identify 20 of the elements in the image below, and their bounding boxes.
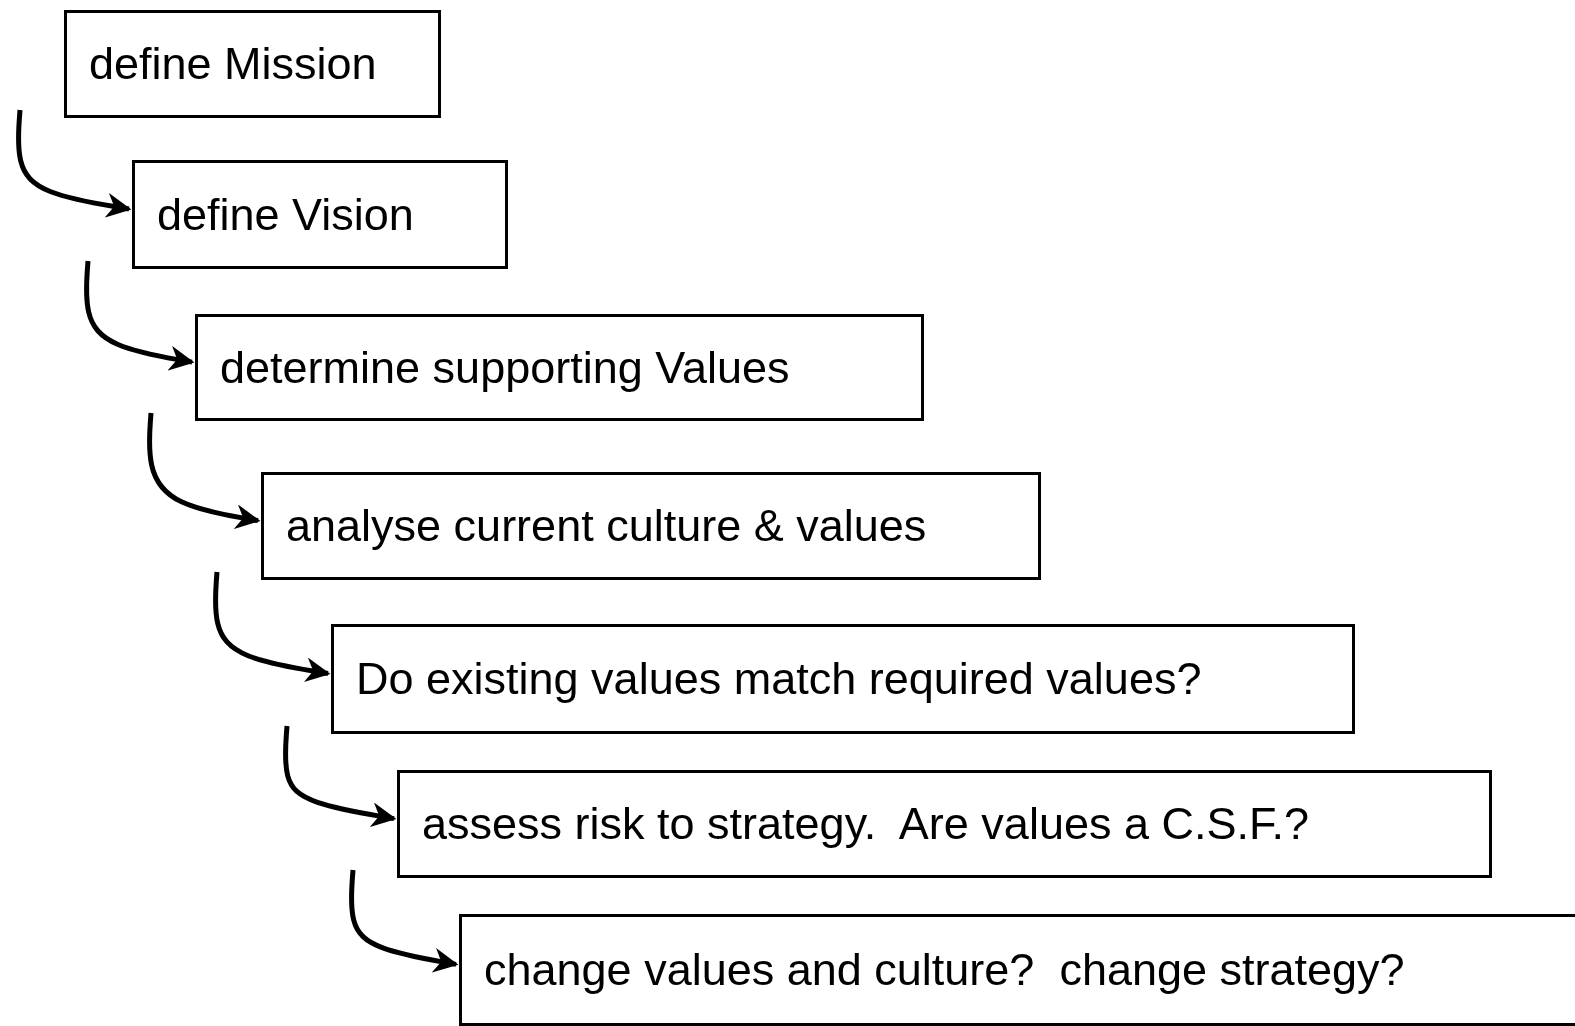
process-box [64,10,441,118]
process-box [331,624,1355,734]
curved-arrow [147,412,261,530]
curved-arrow [283,725,397,828]
process-box [132,160,508,269]
process-box [195,314,924,421]
process-box [397,770,1492,878]
step-text: determine supporting Values [220,341,790,394]
process-box [261,472,1041,580]
curved-arrow [16,109,132,218]
step-text: assess risk to strategy. Are values a C.S.F.? [422,798,1309,850]
step-text: define Mission [89,38,377,90]
step-text: Do existing values match required values? [356,653,1202,705]
curved-arrow [84,260,195,371]
step-text: define Vision [157,188,414,241]
curved-arrow [213,571,331,683]
step-text: change values and culture? change strategy? [484,944,1405,996]
process-box [459,914,1575,1026]
step-text: analyse current culture & values [286,500,927,552]
curved-arrow [349,869,459,973]
